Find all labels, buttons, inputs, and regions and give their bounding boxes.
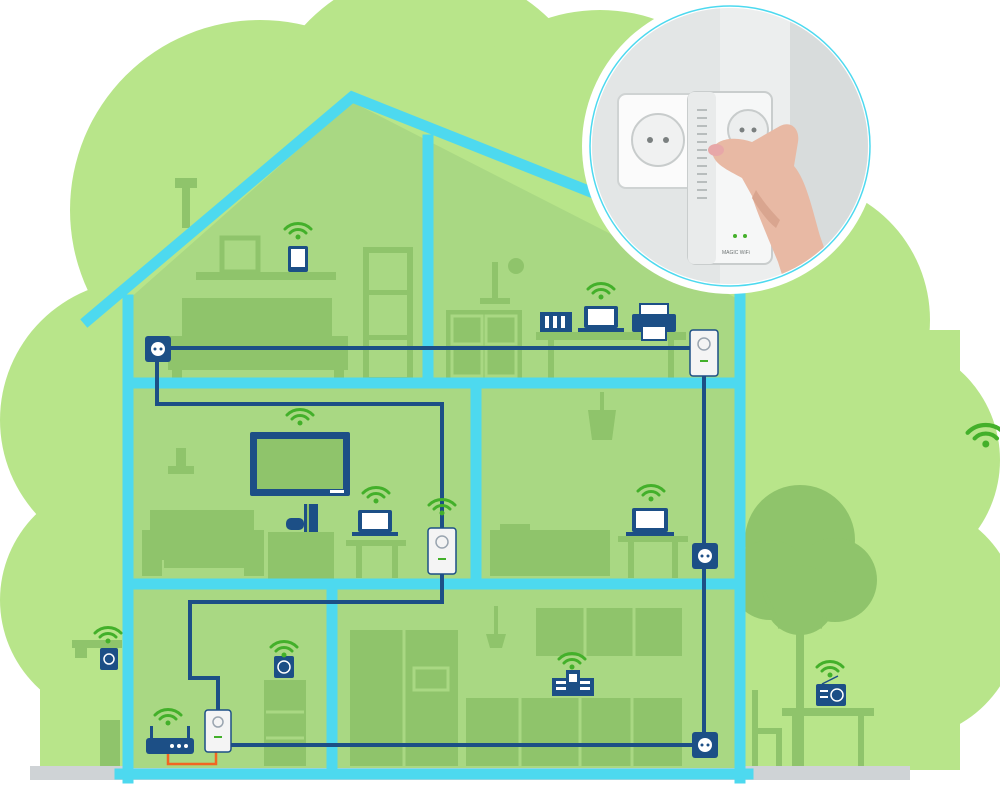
kitchen-appliance-icon bbox=[552, 670, 594, 696]
powerline-socket-icon bbox=[692, 543, 718, 569]
game-console-icon bbox=[286, 504, 318, 532]
printer-icon bbox=[632, 303, 676, 341]
powerline-adapter-photo: MAGIC WiFi bbox=[687, 91, 773, 265]
powerline-socket-icon bbox=[145, 336, 171, 362]
hand-illustration bbox=[708, 124, 868, 284]
powerline-adapter-icon bbox=[689, 329, 719, 377]
wall-socket-plate bbox=[617, 93, 701, 189]
tv-icon bbox=[250, 432, 350, 496]
powerline-adapter-icon bbox=[204, 709, 232, 753]
ethernet-cable bbox=[166, 752, 218, 766]
adapter-brand-label: MAGIC WiFi bbox=[722, 250, 750, 256]
laptop-icon bbox=[352, 510, 398, 536]
radio-icon bbox=[816, 675, 846, 706]
powerline-socket-icon bbox=[692, 732, 718, 758]
router-icon bbox=[146, 726, 194, 754]
smart-speaker-icon bbox=[274, 656, 294, 678]
outdoor-table-icon bbox=[752, 690, 874, 766]
tree-icon bbox=[730, 485, 877, 766]
outdoor-lamp-icon bbox=[72, 640, 122, 766]
laptop-icon bbox=[578, 306, 624, 332]
kitchen-details bbox=[266, 608, 636, 766]
house-walls bbox=[80, 90, 754, 784]
powerline-adapter-icon bbox=[427, 527, 457, 575]
laptop-icon bbox=[626, 508, 674, 536]
network-switch-icon bbox=[540, 312, 572, 332]
hand-plugging-adapter-photo: MAGIC WiFi bbox=[582, 0, 878, 294]
tablet-icon bbox=[288, 246, 308, 272]
furniture-middle-floor bbox=[142, 392, 688, 580]
smart-speaker-outdoor-icon bbox=[100, 648, 118, 670]
